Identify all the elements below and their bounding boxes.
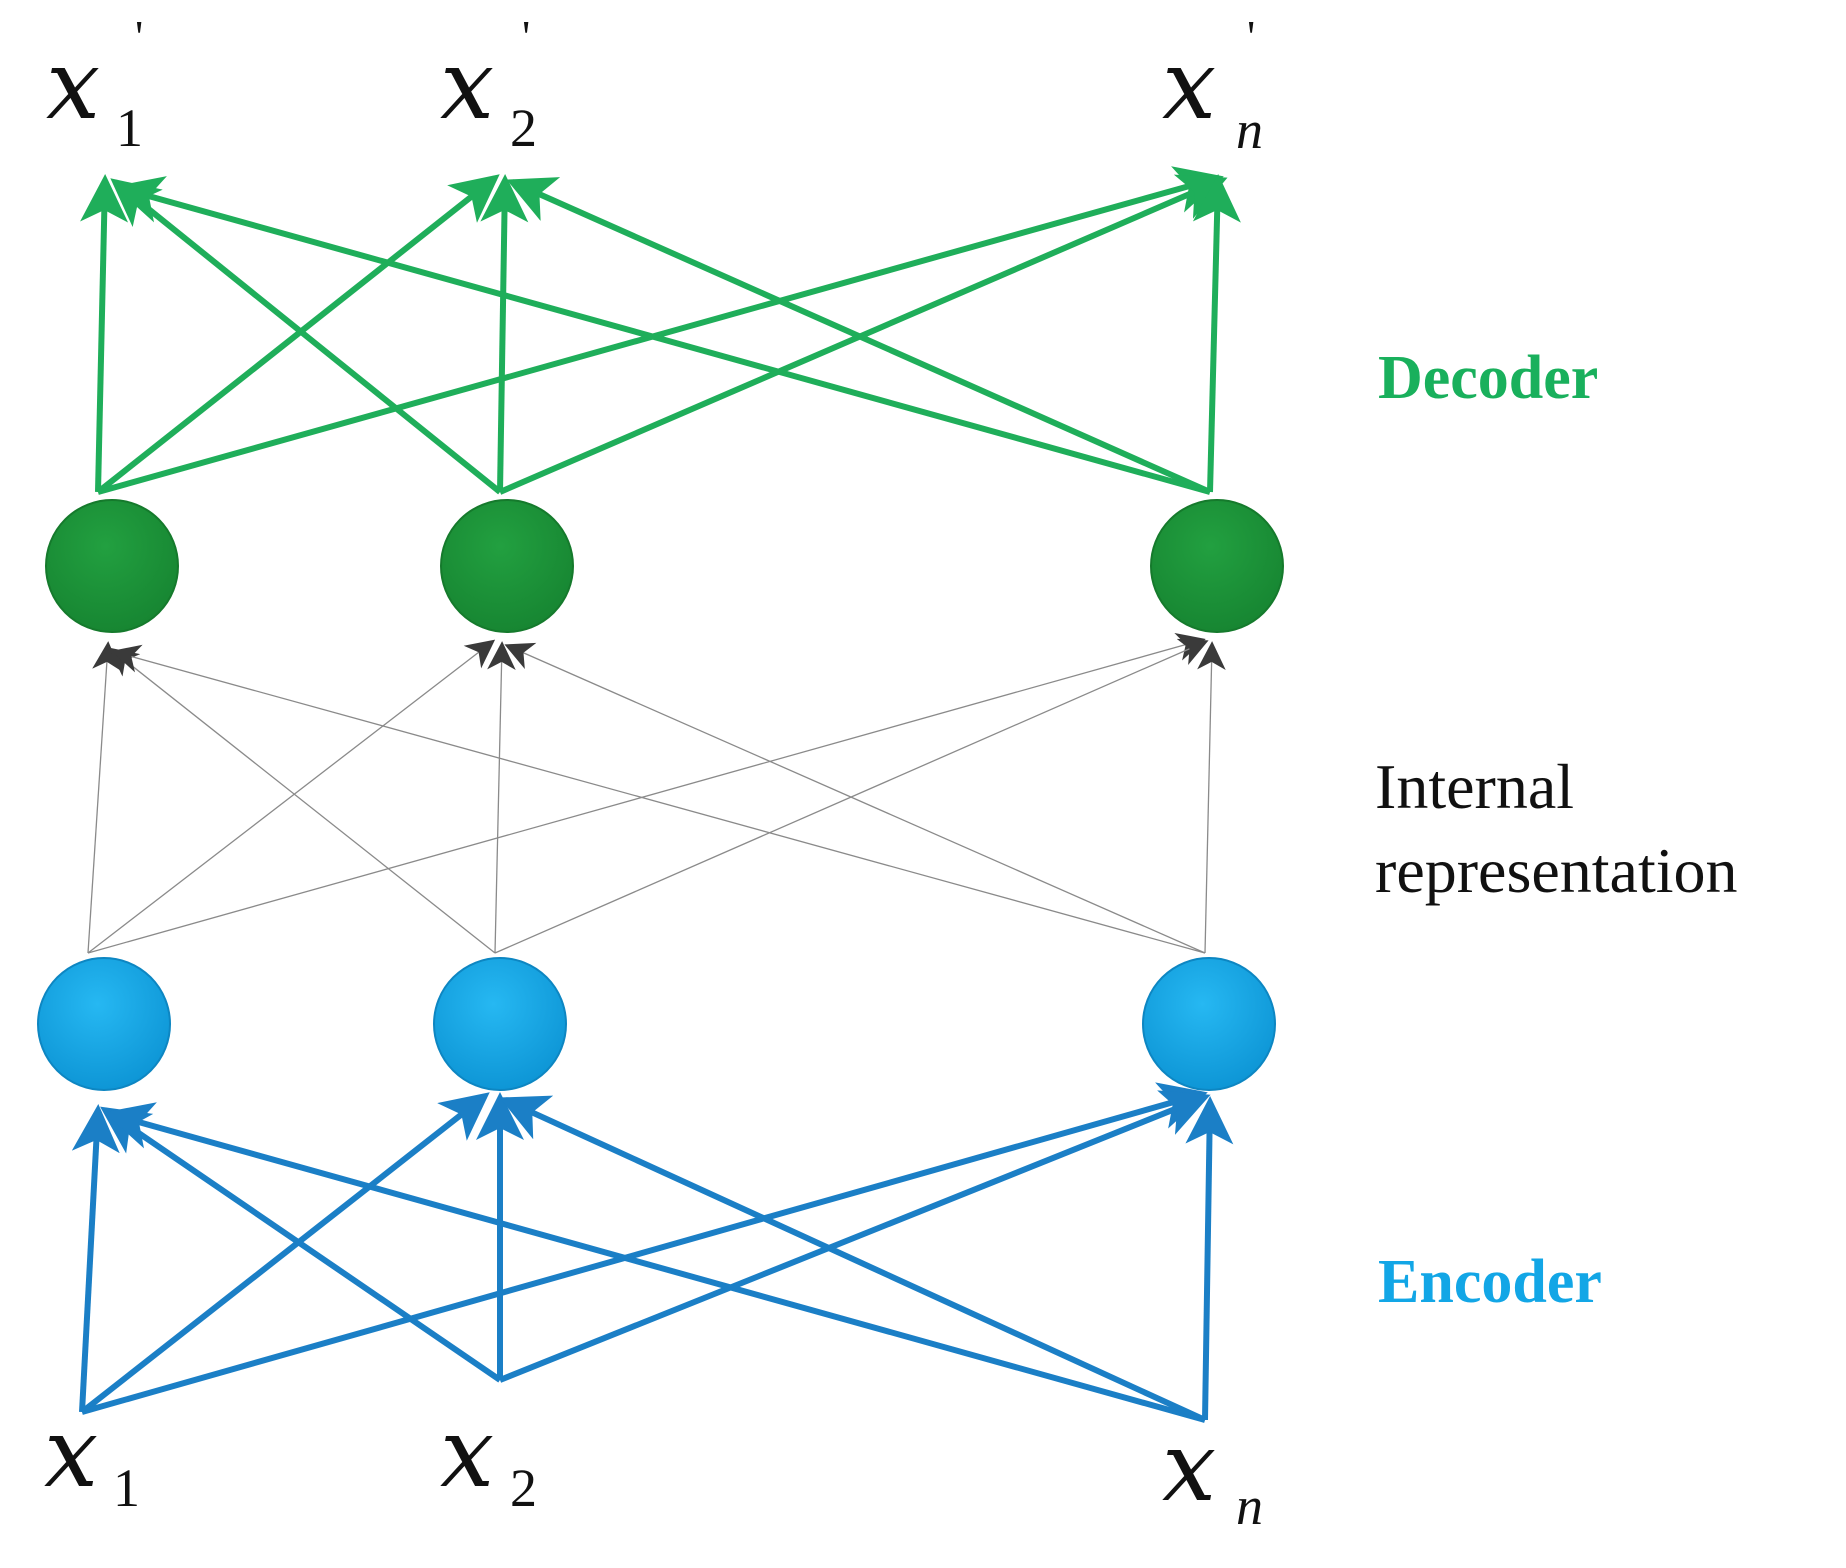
encoder-node-1: [37, 957, 171, 1091]
encoder-arrow-x1-en: [81, 1082, 1208, 1415]
decoder-arrow-h1-o2: [96, 174, 500, 495]
encoder-arrow-xn-en: [1185, 1096, 1234, 1421]
output-label-n: x n ': [1162, 11, 1263, 160]
decoder-node-n: [1150, 499, 1284, 633]
input-label-n-sub: n: [1236, 1476, 1263, 1536]
encoder-nodes: [37, 957, 1276, 1091]
encoder-node-2: [433, 957, 567, 1091]
decoder-arrow-h1-o1: [80, 174, 129, 493]
internal-connections: [87, 632, 1226, 954]
output-label-n-var: x: [1162, 29, 1216, 141]
encoder-arrow-xn-e1: [104, 1102, 1206, 1423]
internal-arrow-e1-d1: [87, 641, 121, 954]
decoder-label: Decoder: [1378, 344, 1598, 412]
internal-arrow-en-d2: [504, 642, 1206, 954]
input-label-n: x n: [1162, 1411, 1263, 1536]
internal-arrow-e2-d1: [108, 647, 496, 954]
decoder-node-2: [440, 499, 574, 633]
encoder-connections: [71, 1082, 1234, 1423]
encoder-arrow-x1-e2: [80, 1092, 490, 1415]
output-label-2-sub: 2: [510, 98, 537, 158]
input-label-1: x 1: [44, 1397, 140, 1518]
internal-arrow-en-d1: [111, 644, 1206, 954]
decoder-arrow-hn-o1: [114, 176, 1211, 495]
encoder-arrow-xn-e2: [499, 1095, 1207, 1423]
decoder-arrow-hn-o2: [506, 177, 1212, 495]
output-label-1: x 1 ': [46, 11, 143, 158]
input-label-2: x 2: [440, 1397, 537, 1518]
encoder-label: Encoder: [1378, 1248, 1602, 1316]
encoder-arrow-x2-e1: [100, 1106, 502, 1383]
encoder-arrow-x2-en: [498, 1090, 1211, 1383]
output-label-1-var: x: [46, 29, 100, 141]
input-label-n-var: x: [1162, 1411, 1216, 1523]
encoder-node-n: [1142, 957, 1276, 1091]
output-label-n-sub: n: [1236, 100, 1263, 160]
output-label-n-prime: ': [1247, 11, 1255, 62]
decoder-arrow-h2-o2: [480, 174, 529, 493]
internal-representation-label-line2: representation: [1375, 835, 1738, 906]
output-label-2: x 2 ': [440, 11, 537, 158]
output-label-1-sub: 1: [116, 98, 143, 158]
output-labels: x 1 ' x 2 ' x n ': [46, 11, 1263, 160]
input-label-1-var: x: [44, 1397, 98, 1509]
output-label-2-prime: ': [522, 11, 530, 62]
decoder-arrow-hn-on: [1192, 174, 1241, 493]
decoder-arrow-h2-o1: [110, 178, 502, 495]
internal-arrow-e2-dn: [494, 638, 1209, 954]
internal-representation-label-line1: Internal: [1375, 751, 1574, 822]
decoder-node-1: [45, 499, 179, 633]
internal-arrow-e2-d2: [487, 641, 516, 954]
input-label-2-sub: 2: [510, 1458, 537, 1518]
input-labels: x 1 x 2 x n: [44, 1397, 1263, 1536]
output-label-1-prime: ': [135, 11, 143, 62]
decoder-nodes: [45, 499, 1284, 633]
input-label-1-sub: 1: [113, 1458, 140, 1518]
output-label-2-var: x: [440, 29, 494, 141]
internal-arrow-e1-dn: [87, 632, 1206, 954]
input-label-2-var: x: [440, 1397, 494, 1509]
decoder-connections: [80, 166, 1241, 495]
internal-arrow-en-dn: [1197, 641, 1226, 954]
internal-arrow-e1-d2: [87, 639, 496, 954]
encoder-arrow-x1-e1: [71, 1104, 120, 1413]
